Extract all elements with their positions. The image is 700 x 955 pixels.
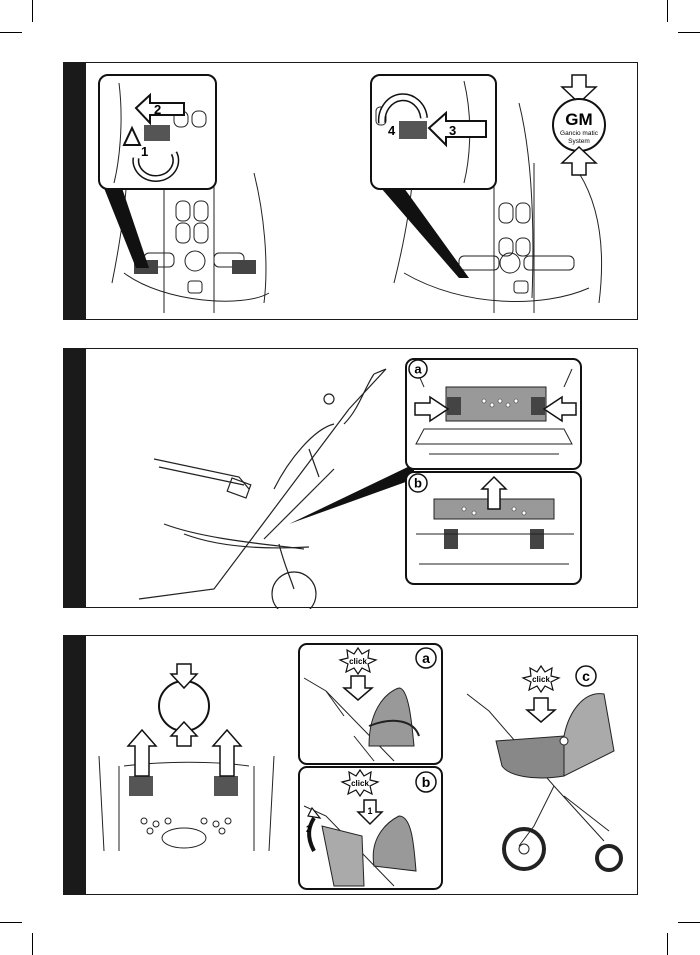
carrycot-c: click c — [466, 664, 623, 872]
svg-text:GM: GM — [565, 110, 592, 129]
crop-mark — [678, 922, 700, 923]
panel-3-illustration: click a click 1 2 b — [98, 643, 623, 890]
panel-attach-seat: click a click 1 2 b — [63, 635, 638, 895]
crop-mark — [667, 933, 668, 955]
zoom-wedge — [381, 188, 469, 278]
inset-a: a — [405, 358, 582, 470]
crop-mark — [678, 32, 700, 33]
panel-side-bar — [64, 636, 86, 894]
inset-car-seat-b: click 1 2 b — [298, 766, 443, 890]
gm-circle-symbol — [158, 663, 210, 747]
panel-2-illustration: a b — [138, 358, 582, 609]
gm-logo: GM Gancio matic System — [552, 74, 606, 176]
crop-mark — [32, 0, 33, 22]
svg-text:a: a — [422, 650, 430, 666]
adapter-view — [98, 755, 275, 852]
svg-text:2: 2 — [306, 824, 311, 834]
svg-text:click: click — [532, 675, 550, 684]
svg-text:a: a — [414, 362, 422, 377]
inset-b: b — [405, 471, 582, 585]
crop-mark — [0, 922, 22, 923]
zoom-wedge — [104, 188, 149, 268]
svg-text:Gancio matic: Gancio matic — [560, 130, 599, 137]
zoom-wedge — [289, 464, 414, 524]
inset-car-seat-a: click a — [298, 643, 443, 765]
svg-text:c: c — [582, 668, 590, 684]
latch-right — [232, 260, 256, 274]
svg-text:4: 4 — [388, 123, 396, 138]
crop-mark — [667, 0, 668, 22]
svg-text:click: click — [349, 657, 367, 666]
svg-text:1: 1 — [141, 144, 148, 159]
svg-text:b: b — [414, 476, 422, 491]
panel-gm-attach: 2 1 4 3 GM Ganc — [63, 62, 638, 320]
inset-detach: 2 1 — [98, 74, 217, 190]
panel-side-bar — [64, 63, 86, 319]
panel-side-bar — [64, 349, 86, 607]
panel-adapter-position: a b — [63, 348, 638, 609]
svg-text:click: click — [351, 779, 369, 788]
svg-text:System: System — [568, 138, 590, 145]
crop-mark — [32, 933, 33, 955]
svg-text:3: 3 — [449, 123, 456, 138]
inset-attach: 4 3 — [370, 74, 497, 190]
svg-text:1: 1 — [367, 806, 372, 816]
crop-mark — [0, 32, 22, 33]
panel-1-illustration: 2 1 4 3 GM Ganc — [98, 74, 606, 313]
svg-text:2: 2 — [154, 102, 161, 117]
svg-text:b: b — [422, 774, 431, 790]
